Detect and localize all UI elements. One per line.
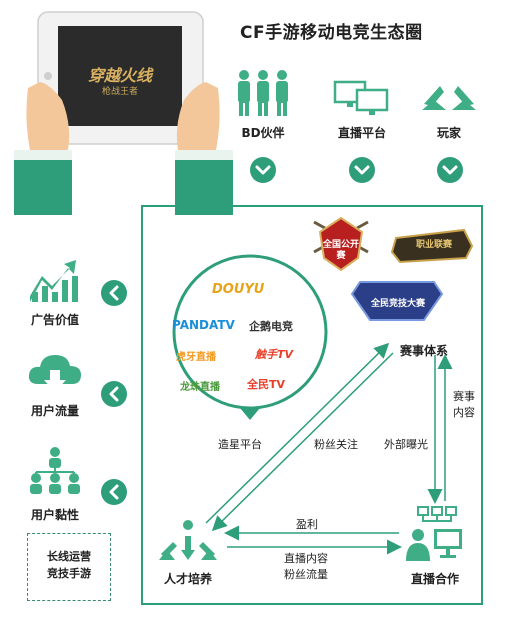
top-node-label-bd: BD伙伴 xyxy=(241,126,285,140)
tournament-badges xyxy=(313,216,474,321)
top-node-label-live: 直播平台 xyxy=(337,126,386,140)
cloud-download-icon xyxy=(28,355,81,392)
badge-all-people xyxy=(350,281,444,321)
left-node-label-traffic: 用户流量 xyxy=(30,404,79,418)
dashed-box-line1: 长线运营 xyxy=(47,550,91,563)
arrow-talent-to-events-outer xyxy=(205,342,390,524)
platform-huya: 虎牙直播 xyxy=(176,352,216,363)
chevron-down-icon[interactable] xyxy=(250,157,276,183)
node-events-label: 赛事体系 xyxy=(400,344,449,358)
badge-pro-league xyxy=(390,228,474,264)
top-node-label-player: 玩家 xyxy=(436,126,461,140)
left-cuff xyxy=(14,150,72,160)
arrow-events-to-talent-inner xyxy=(211,352,394,532)
chevron-left-icon[interactable] xyxy=(101,381,127,407)
edge-label-fan-traffic: 粉丝流量 xyxy=(284,568,328,581)
tablet-button xyxy=(44,72,52,80)
player-arrows-icon xyxy=(422,86,476,110)
chevron-left-icon[interactable] xyxy=(101,479,127,505)
game-logo: 穿越火线 xyxy=(87,66,152,85)
long-term-esports-box: 长线运营 竞技手游 xyxy=(27,533,111,601)
node-live-coop-label: 直播合作 xyxy=(410,572,459,586)
edge-label-event-content-2: 内容 xyxy=(453,406,475,419)
chevron-left-icon[interactable] xyxy=(101,280,127,306)
edge-label-star-platform: 造星平台 xyxy=(218,438,262,451)
game-logo-sub: 枪战王者 xyxy=(101,87,138,97)
edge-label-profit: 盈利 xyxy=(296,518,318,531)
platform-penguin: 企鹅电竞 xyxy=(249,320,293,333)
platform-pandatv: PANDATV xyxy=(172,318,235,332)
right-cuff xyxy=(175,150,233,160)
platform-circle xyxy=(172,254,328,420)
edge-label-live-content: 直播内容 xyxy=(284,552,328,565)
badge-national-open-text: 全国公开赛 xyxy=(322,240,359,261)
monitors-icon xyxy=(333,80,389,115)
edge-label-event-content-1: 赛事 xyxy=(453,390,475,403)
people-icon xyxy=(238,70,288,116)
left-node-label-ad: 广告价值 xyxy=(30,313,79,327)
edge-label-fan-follow: 粉丝关注 xyxy=(314,438,358,451)
left-sleeve xyxy=(14,150,72,215)
dashed-box-line2: 竞技手游 xyxy=(47,567,91,580)
platform-chushou: 触手TV xyxy=(255,348,294,361)
badge-all-people-text: 全民竞技大赛 xyxy=(370,299,425,309)
tablet-hands-illustration xyxy=(14,11,233,215)
talent-arrows-icon xyxy=(159,520,217,560)
left-hand xyxy=(26,82,70,150)
badge-national-open xyxy=(313,216,369,272)
ecosystem-arrows xyxy=(205,342,453,555)
page-title: CF手游移动电竞生态圈 xyxy=(240,23,423,43)
platform-quanmin: 全民TV xyxy=(247,378,286,391)
ecosystem-frame xyxy=(141,205,483,605)
edge-label-external-exposure: 外部曝光 xyxy=(384,438,428,451)
node-talent-label: 人才培养 xyxy=(163,572,212,586)
right-hand xyxy=(176,82,220,150)
tablet-screen xyxy=(58,26,182,126)
chevron-down-icon[interactable] xyxy=(437,157,463,183)
growth-chart-icon xyxy=(30,260,78,302)
right-sleeve xyxy=(175,150,233,215)
platform-longzhu: 龙珠直播 xyxy=(180,382,220,393)
platform-douyu: DOUYU xyxy=(212,282,265,297)
badge-pro-league-text: 职业联赛 xyxy=(415,240,452,250)
live-coop-icon xyxy=(406,506,462,561)
left-node-label-stickiness: 用户黏性 xyxy=(30,508,79,522)
user-network-icon xyxy=(30,447,80,494)
chevron-down-icon[interactable] xyxy=(349,157,375,183)
